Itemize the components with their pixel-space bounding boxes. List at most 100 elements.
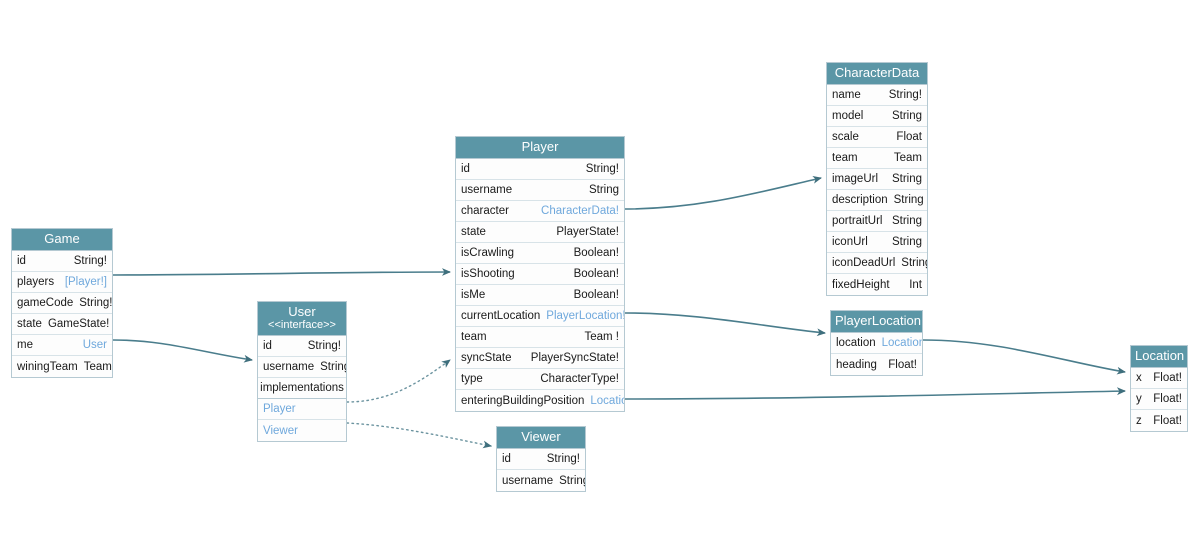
- field-type: Float: [896, 131, 922, 143]
- field-row[interactable]: me User: [12, 335, 112, 356]
- field-type: Float!: [1153, 372, 1182, 384]
- field-row[interactable]: state PlayerState!: [456, 222, 624, 243]
- implementations-label: implementations: [258, 378, 346, 399]
- field-name: team: [461, 331, 487, 343]
- field-type: String!: [79, 297, 112, 309]
- field-type: String!: [585, 163, 619, 175]
- field-type[interactable]: CharacterData!: [541, 205, 619, 217]
- field-type[interactable]: User: [82, 339, 107, 351]
- edge-game-players-to-player: [112, 268, 451, 276]
- field-row[interactable]: syncState PlayerSyncState!: [456, 348, 624, 369]
- field-type: Team !: [584, 331, 619, 343]
- entity-title: Game: [44, 231, 80, 246]
- entity-header-viewer: Viewer: [497, 427, 585, 449]
- field-name: name: [832, 89, 861, 101]
- field-name: me: [17, 339, 33, 351]
- edge-player-enteringbuildingposition-to-location: [624, 387, 1126, 400]
- field-name: heading: [836, 358, 877, 371]
- field-row[interactable]: z Float!: [1131, 410, 1187, 431]
- field-type: PlayerSyncState!: [530, 352, 619, 364]
- field-type: Team: [83, 360, 112, 373]
- implementation-item-viewer[interactable]: Viewer: [258, 420, 346, 441]
- field-row[interactable]: state GameState!: [12, 314, 112, 335]
- field-name: id: [502, 453, 511, 465]
- field-row[interactable]: gameCode String!: [12, 293, 112, 314]
- field-name: username: [461, 184, 513, 196]
- field-type: Boolean!: [573, 289, 619, 301]
- field-row[interactable]: players[Player!]: [12, 272, 112, 293]
- entity-header-characterdata: CharacterData: [827, 63, 927, 85]
- field-type: String!: [888, 89, 922, 101]
- field-row[interactable]: name String!: [827, 85, 927, 106]
- field-type: String: [559, 474, 585, 487]
- field-type: String: [891, 173, 922, 185]
- field-name: state: [17, 318, 42, 330]
- field-row[interactable]: iconDeadUrlString: [827, 253, 927, 274]
- field-type: PlayerState!: [556, 226, 619, 238]
- field-name: id: [263, 340, 272, 352]
- entity-title: CharacterData: [834, 65, 920, 80]
- field-type[interactable]: Location: [590, 394, 624, 407]
- field-type: CharacterType!: [540, 373, 619, 385]
- field-row[interactable]: location Location!: [831, 333, 922, 354]
- field-type: String: [891, 110, 922, 122]
- entity-user[interactable]: User<<interface>>idString!usernameString…: [257, 301, 347, 442]
- field-type: Team: [893, 152, 922, 164]
- edge-user-player-implementation: [346, 359, 451, 403]
- field-type[interactable]: [Player!]: [64, 276, 107, 288]
- field-row[interactable]: id String!: [12, 251, 112, 272]
- field-name: z: [1136, 414, 1142, 427]
- field-name: state: [461, 226, 486, 238]
- field-name: id: [17, 255, 26, 267]
- field-name: isCrawling: [461, 247, 515, 259]
- field-type: Float!: [1153, 414, 1182, 427]
- entity-title: Player: [521, 139, 559, 154]
- edge-playerlocation-location-to-location: [922, 339, 1126, 375]
- edge-user-viewer-implementation: [346, 422, 492, 449]
- field-type: Boolean!: [573, 268, 619, 280]
- field-row[interactable]: team Team !: [456, 327, 624, 348]
- field-row[interactable]: enteringBuildingPositionLocation: [456, 390, 624, 411]
- field-type: String!: [73, 255, 107, 267]
- field-type: GameState!: [47, 318, 110, 330]
- implementation-item-player[interactable]: Player: [258, 399, 346, 420]
- field-type[interactable]: Location!: [881, 337, 922, 349]
- entity-header-user: User<<interface>>: [258, 302, 346, 336]
- field-name: gameCode: [17, 297, 74, 309]
- entity-playerlocation[interactable]: PlayerLocationlocationLocation!headingFl…: [830, 310, 923, 376]
- field-type: String: [320, 361, 346, 373]
- field-type: String: [891, 215, 922, 227]
- field-type[interactable]: PlayerLocation!: [546, 310, 624, 322]
- field-name: location: [836, 337, 876, 349]
- field-name: syncState: [461, 352, 512, 364]
